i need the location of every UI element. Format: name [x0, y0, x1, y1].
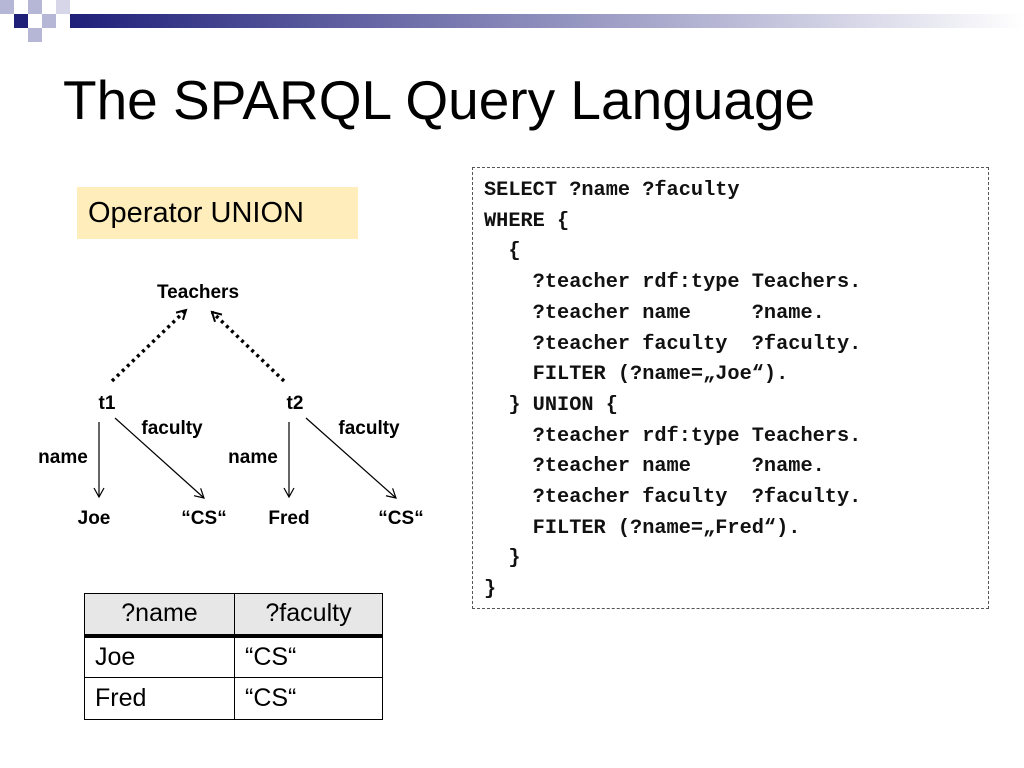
- cell-name: Fred: [84, 677, 235, 720]
- value-cs-2: “CS“: [378, 508, 423, 529]
- column-header-faculty: ?faculty: [234, 593, 383, 638]
- title-bar: [70, 14, 1024, 28]
- deco-square: [42, 14, 56, 28]
- slide-title: The SPARQL Query Language: [63, 69, 816, 131]
- edge-label-t1-faculty: faculty: [141, 418, 203, 439]
- cell-faculty: “CS“: [234, 677, 383, 720]
- column-header-name: ?name: [84, 593, 235, 638]
- deco-square: [28, 28, 42, 42]
- sparql-query-box: SELECT ?name ?faculty WHERE { { ?teacher…: [472, 167, 989, 609]
- cell-name: Joe: [84, 635, 235, 678]
- deco-square: [56, 0, 70, 14]
- cell-faculty: “CS“: [234, 635, 383, 678]
- edge-t2-faculty: [305, 417, 397, 499]
- node-t1: t1: [99, 393, 116, 414]
- title-decoration: [0, 0, 1024, 42]
- value-cs-1: “CS“: [181, 508, 226, 529]
- rdf-graph-diagram: Teachers t1 t2 name faculty name faculty…: [38, 282, 424, 529]
- type-edge-t2: [212, 312, 286, 383]
- edge-label-t1-name: name: [38, 447, 88, 468]
- table-header-row: ?name ?faculty: [84, 593, 383, 638]
- value-joe: Joe: [78, 508, 111, 529]
- node-teachers: Teachers: [157, 282, 239, 303]
- deco-square: [28, 0, 42, 14]
- value-fred: Fred: [268, 508, 309, 529]
- operator-label: Operator UNION: [77, 187, 358, 239]
- edge-t1-faculty: [114, 417, 205, 499]
- edge-label-t2-name: name: [228, 447, 278, 468]
- table-row: Fred “CS“: [84, 677, 383, 720]
- sparql-query-code: SELECT ?name ?faculty WHERE { { ?teacher…: [484, 179, 862, 602]
- deco-square: [14, 14, 28, 28]
- table-row: Joe “CS“: [84, 635, 383, 678]
- edge-label-t2-faculty: faculty: [338, 418, 400, 439]
- type-edge-t1: [110, 310, 186, 383]
- deco-square: [0, 0, 14, 14]
- node-t2: t2: [287, 393, 304, 414]
- result-table: ?name ?faculty Joe “CS“ Fred “CS“: [84, 593, 383, 720]
